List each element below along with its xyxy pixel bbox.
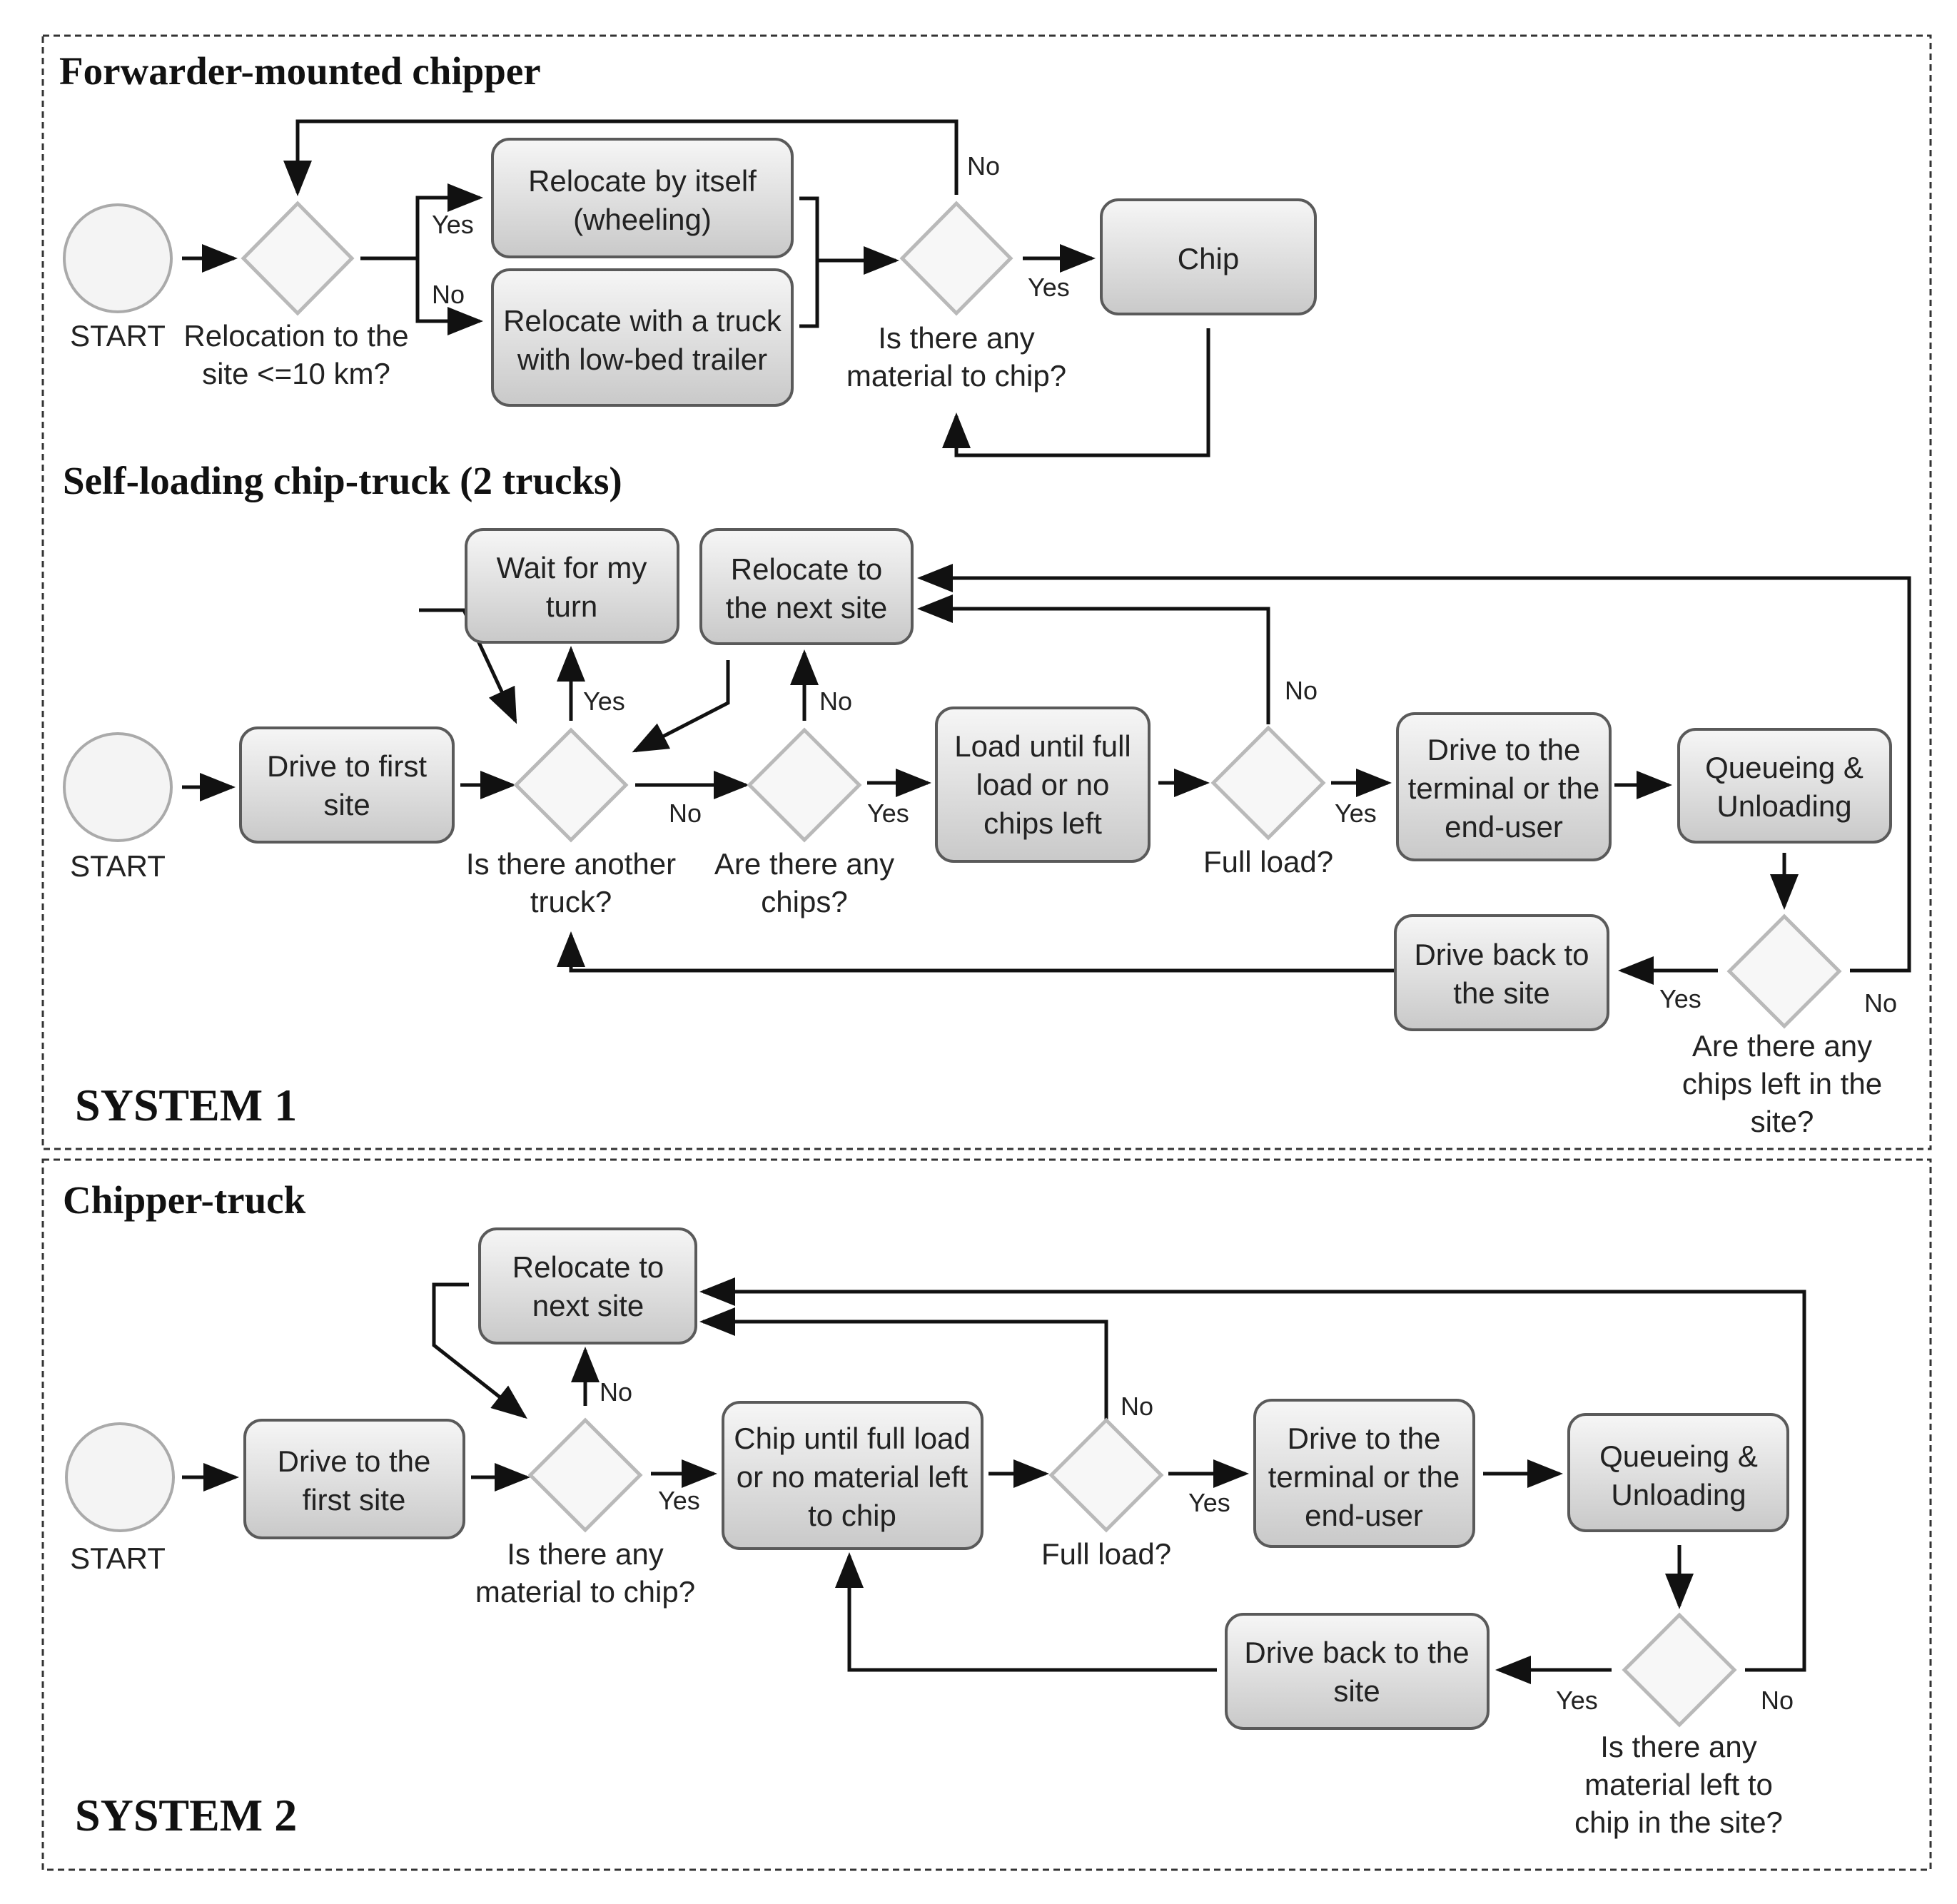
start-caption: START — [70, 1541, 166, 1575]
edge-label-no: No — [432, 280, 465, 309]
edge-label-no: No — [819, 687, 852, 716]
start-node — [63, 203, 173, 313]
edge-label-no: No — [967, 151, 1000, 181]
process-relocate-by-itself — [491, 138, 794, 258]
process-chip-until-full — [722, 1401, 983, 1550]
decision-material-to-chip — [527, 1417, 643, 1533]
edge-label-no: No — [1121, 1392, 1153, 1421]
process-label: Queueing &Unloading — [1599, 1439, 1758, 1511]
edge-label-yes: Yes — [583, 687, 625, 716]
edge-label-yes: Yes — [658, 1486, 700, 1515]
process-drive-back — [1225, 1613, 1490, 1730]
start-node — [63, 732, 173, 842]
process-drive-to-first-site — [243, 1419, 465, 1539]
decision-material-to-chip — [899, 201, 1013, 316]
edge-label-yes: Yes — [1659, 984, 1701, 1013]
section-title-selfloading: Self-loading chip-truck (2 trucks) — [63, 459, 622, 502]
process-relocate-next-site — [478, 1227, 697, 1345]
process-queueing-unloading — [1567, 1413, 1789, 1532]
decision-any-chips — [747, 727, 862, 843]
process-label: Queueing &Unloading — [1705, 751, 1864, 823]
decision-full-load — [1048, 1417, 1164, 1533]
decision-full-load — [1210, 725, 1326, 841]
decision-caption: Full load? — [1203, 845, 1333, 878]
connectors-forwarder — [182, 119, 1210, 457]
process-drive-to-terminal — [1396, 712, 1612, 861]
start-node — [65, 1422, 175, 1532]
process-label: Relocate by itself(wheeling) — [528, 164, 757, 236]
edge-label-no: No — [1285, 676, 1318, 705]
process-wait-for-turn — [465, 528, 679, 644]
edge-label-yes: Yes — [1188, 1488, 1230, 1517]
system2-label: SYSTEM 2 — [75, 1790, 297, 1840]
decision-another-truck — [513, 727, 629, 843]
system1-frame — [41, 34, 1932, 1150]
edge-label-yes: Yes — [1335, 799, 1377, 828]
edge-label-yes: Yes — [432, 210, 474, 239]
edge-label-yes: Yes — [1556, 1686, 1598, 1715]
process-drive-to-first-site — [239, 726, 455, 844]
edge-label-yes: Yes — [867, 799, 909, 828]
section-title-chippertruck: Chipper-truck — [63, 1178, 306, 1222]
edge-label-yes: Yes — [1028, 273, 1070, 302]
connectors-chippertruck — [182, 1277, 1806, 1684]
system2-frame — [41, 1158, 1932, 1871]
process-chip — [1100, 198, 1317, 315]
start-caption: START — [70, 319, 166, 353]
process-drive-back — [1394, 914, 1609, 1031]
process-label: Chip — [1178, 242, 1239, 275]
decision-material-left — [1622, 1612, 1737, 1728]
decision-relocation-distance — [241, 201, 355, 316]
decision-caption: Full load? — [1041, 1537, 1171, 1571]
edge-label-no: No — [600, 1377, 632, 1407]
start-caption: START — [70, 849, 166, 883]
edge-label-no: No — [1761, 1686, 1794, 1715]
process-relocate-with-truck — [491, 268, 794, 407]
process-drive-to-terminal — [1253, 1399, 1475, 1548]
system1-label: SYSTEM 1 — [75, 1080, 297, 1130]
edge-label-no: No — [1864, 988, 1897, 1018]
decision-chips-left — [1726, 913, 1842, 1029]
connectors-selfloading — [182, 564, 1911, 985]
edge-label-no: No — [669, 799, 702, 828]
process-relocate-next-site — [699, 528, 914, 645]
section-title-forwarder: Forwarder-mounted chipper — [59, 49, 541, 93]
process-queueing-unloading — [1677, 728, 1892, 844]
process-load — [935, 707, 1151, 863]
